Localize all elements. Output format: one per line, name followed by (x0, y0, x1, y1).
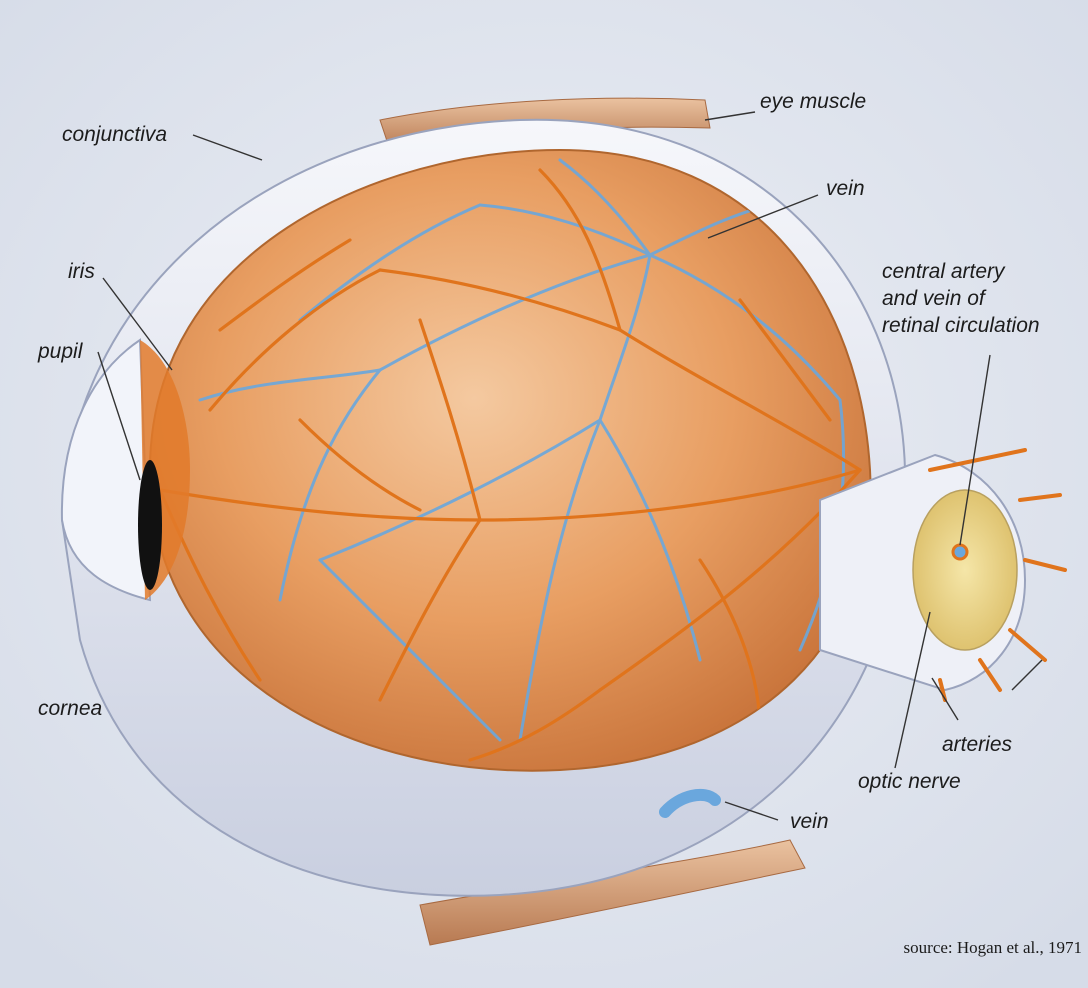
label-optic-nerve: optic nerve (858, 768, 961, 795)
label-pupil: pupil (38, 338, 82, 365)
label-central-artery-line-3: retinal circulation (882, 312, 1040, 339)
label-central-artery: central artery and vein of retinal circu… (882, 258, 1040, 339)
central-vessels (953, 545, 967, 559)
label-vein-top: vein (826, 175, 865, 202)
label-vein-bottom: vein (790, 808, 829, 835)
label-iris: iris (68, 258, 95, 285)
label-arteries: arteries (942, 731, 1012, 758)
label-central-artery-line-1: central artery (882, 258, 1040, 285)
label-cornea: cornea (38, 695, 102, 722)
label-eye-muscle: eye muscle (760, 88, 866, 115)
source-citation: source: Hogan et al., 1971 (904, 938, 1082, 958)
label-conjunctiva: conjunctiva (62, 121, 167, 148)
pupil (138, 460, 162, 590)
label-central-artery-line-2: and vein of (882, 285, 1040, 312)
